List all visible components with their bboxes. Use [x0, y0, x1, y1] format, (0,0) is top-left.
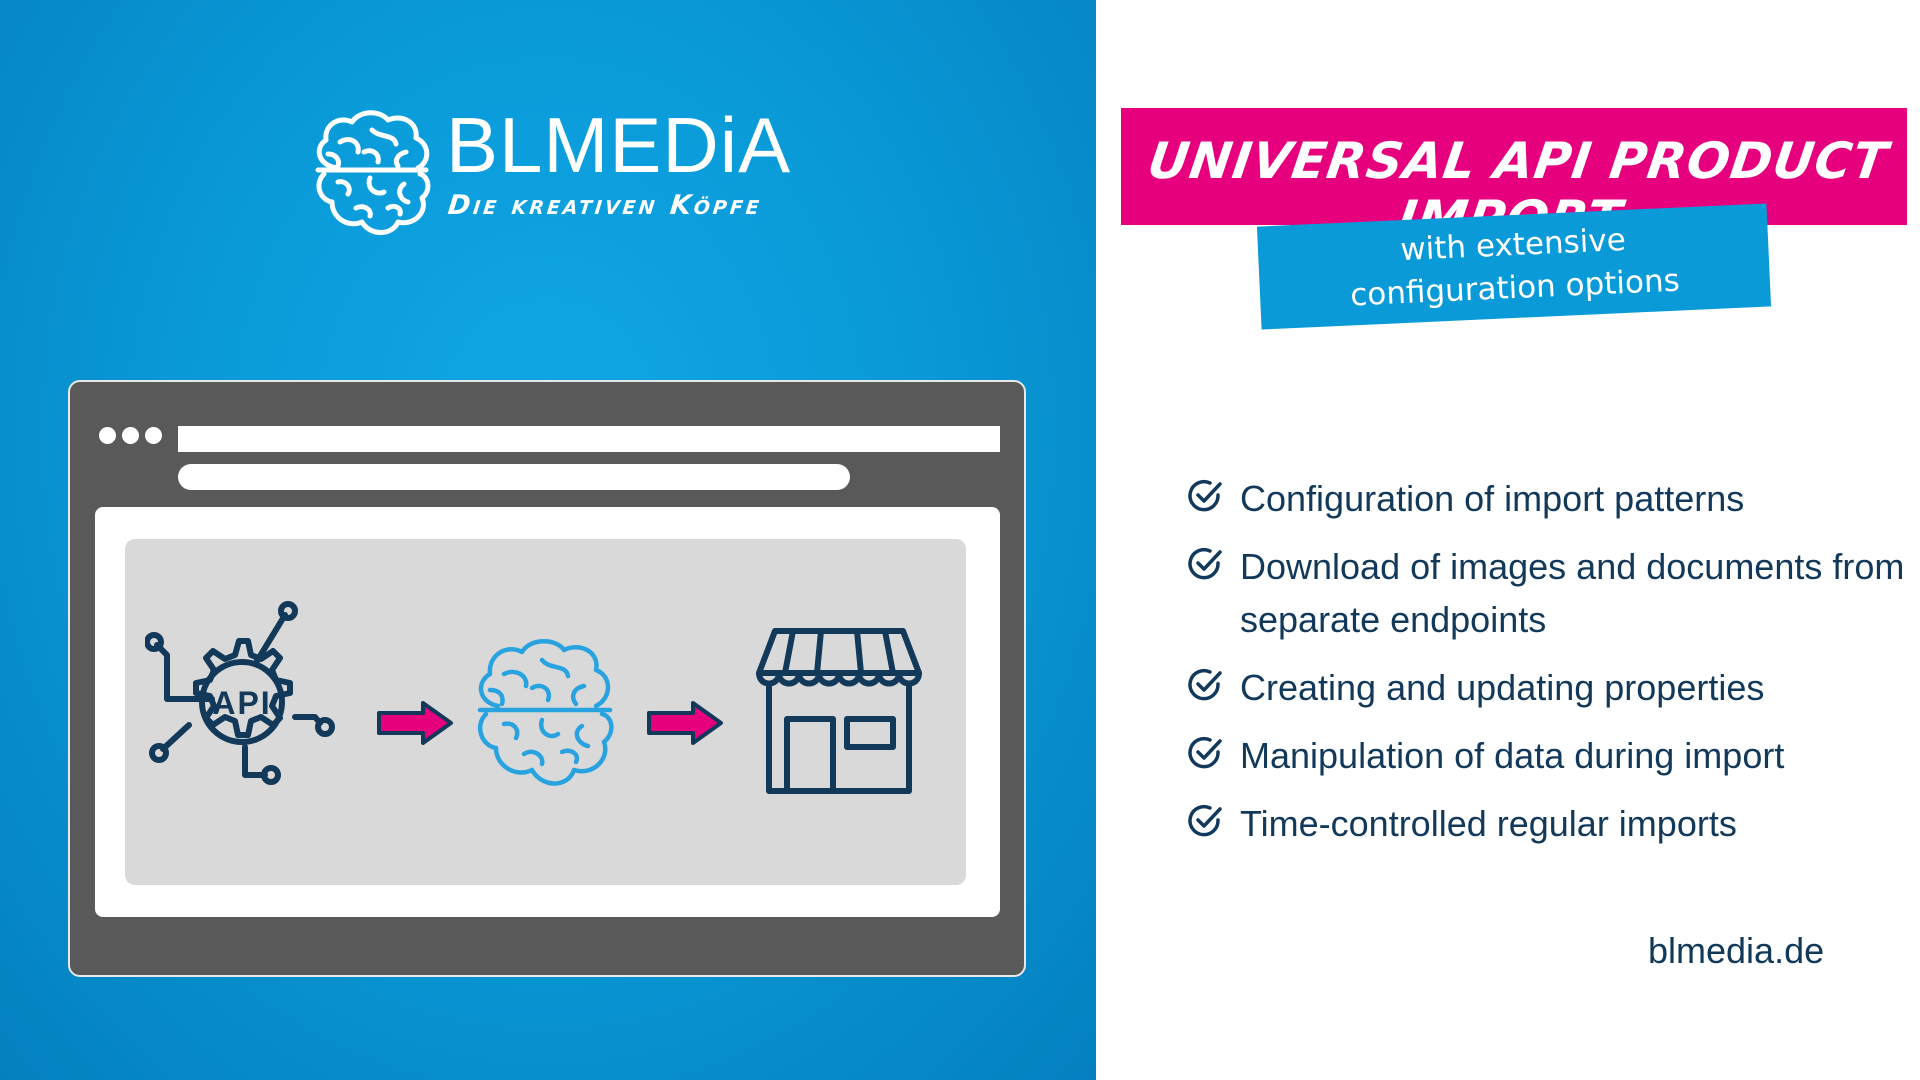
brand-tagline: Die kreativen Köpfe	[446, 190, 764, 221]
illustration-panel: API	[125, 539, 966, 885]
feature-item: Configuration of import patterns	[1187, 472, 1907, 525]
feature-text: Download of images and documents from se…	[1240, 546, 1905, 640]
feature-item: Manipulation of data during import	[1187, 729, 1907, 782]
feature-list: Configuration of import patterns Downloa…	[1187, 472, 1907, 865]
feature-text: Manipulation of data during import	[1240, 735, 1785, 776]
arrow-right-icon	[647, 701, 723, 745]
brain-icon	[477, 639, 614, 786]
brand-logo[interactable]: BLMEDiA Die kreativen Köpfe	[310, 104, 790, 244]
browser-window-illustration: API	[68, 380, 1026, 977]
browser-address-bar	[178, 464, 850, 490]
feature-item: Creating and updating properties	[1187, 661, 1907, 714]
api-gear-icon: API	[145, 601, 335, 785]
check-circle-icon	[1188, 804, 1222, 837]
browser-title-bar	[178, 426, 1000, 452]
check-circle-icon	[1188, 547, 1222, 580]
window-dot	[122, 427, 139, 444]
brand-name: BLMEDiA	[446, 101, 792, 189]
feature-text: Time-controlled regular imports	[1240, 803, 1737, 844]
subtitle: with extensive configuration options	[1349, 221, 1681, 313]
headline-banner: UNIVERSAL API PRODUCT IMPORT	[1121, 108, 1907, 248]
website-link[interactable]: blmedia.de	[1648, 930, 1825, 971]
store-icon	[756, 628, 922, 794]
window-dot	[145, 427, 162, 444]
subtitle-banner: with extensive configuration options	[1256, 203, 1772, 330]
browser-viewport: API	[95, 507, 1000, 917]
api-label: API	[212, 685, 271, 721]
arrow-right-icon	[377, 701, 453, 745]
brain-logo-icon	[315, 110, 431, 235]
feature-text: Creating and updating properties	[1240, 667, 1765, 708]
feature-item: Download of images and documents from se…	[1187, 540, 1907, 646]
window-dot	[99, 427, 116, 444]
feature-text: Configuration of import patterns	[1240, 478, 1745, 519]
feature-item: Time-controlled regular imports	[1187, 797, 1907, 850]
left-panel: BLMEDiA Die kreativen Köpfe	[0, 0, 1096, 1080]
check-circle-icon	[1188, 668, 1222, 701]
check-circle-icon	[1188, 479, 1222, 512]
check-circle-icon	[1188, 736, 1222, 769]
